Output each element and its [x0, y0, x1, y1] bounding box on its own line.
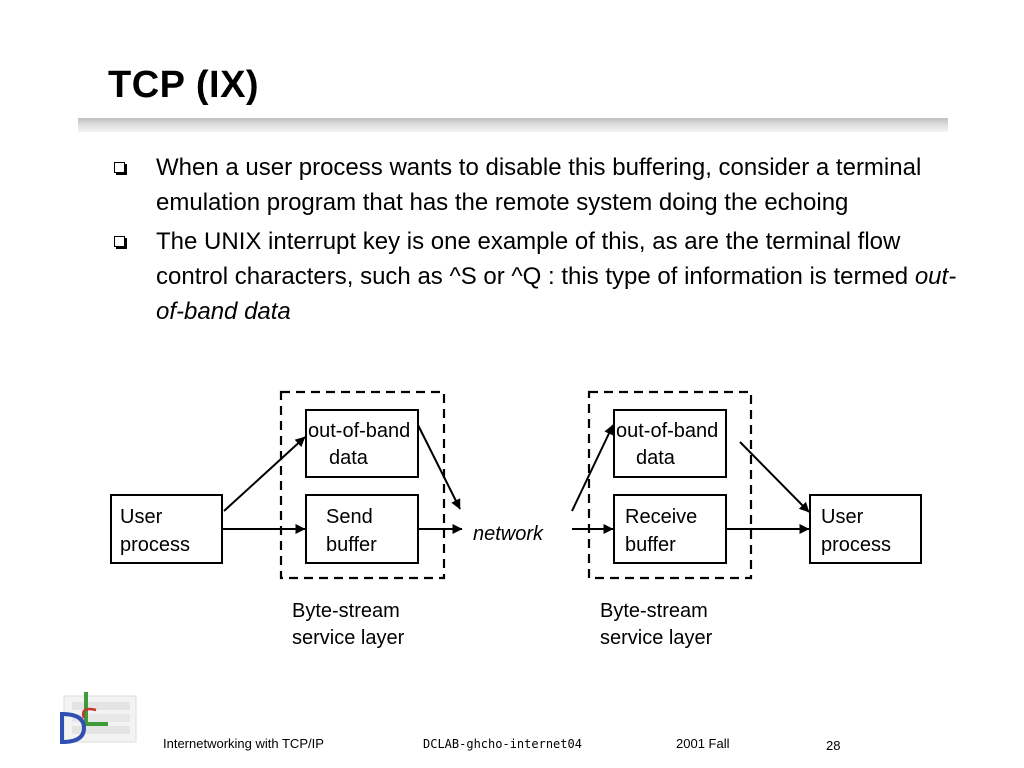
send-buffer-line2: buffer	[326, 534, 377, 556]
slide-title: TCP (IX)	[108, 64, 260, 106]
left-user-process-box	[110, 494, 223, 564]
bullet-list: When a user process wants to disable thi…	[110, 150, 970, 333]
arrow-user-to-oob	[223, 436, 306, 512]
left-user-process-line1: User	[120, 506, 163, 528]
right-service-layer-boundary	[587, 390, 753, 580]
footer-course: Internetworking with TCP/IP	[163, 736, 324, 751]
footer-page-number: 28	[826, 738, 841, 753]
receive-buffer-line1: Receive	[625, 506, 697, 528]
right-oob-line2: data	[636, 447, 676, 469]
arrow-oob-to-user	[739, 441, 810, 513]
left-oob-box	[305, 409, 419, 478]
left-layer-caption-line2: service layer	[292, 627, 405, 649]
receive-buffer-line2: buffer	[625, 534, 676, 556]
left-user-process-line2: process	[120, 534, 190, 556]
send-buffer-line1: Send	[326, 506, 373, 528]
bullet-item: When a user process wants to disable thi…	[110, 150, 970, 220]
title-divider	[78, 118, 948, 132]
square-bullet-icon	[114, 236, 125, 247]
bullet-text: The UNIX interrupt key is one example of…	[156, 228, 915, 290]
right-oob-line1: out-of-band	[616, 420, 718, 442]
left-oob-line2: data	[329, 447, 369, 469]
footer-term: 2001 Fall	[676, 736, 730, 751]
square-bullet-icon	[114, 162, 125, 173]
footer-file: DCLAB-ghcho-internet04	[423, 737, 582, 751]
left-layer-caption-line1: Byte-stream	[292, 600, 400, 622]
right-user-process-box	[809, 494, 922, 564]
left-service-layer-boundary	[279, 390, 446, 580]
bullet-emphasis: out-of-band data	[156, 263, 957, 325]
right-oob-box	[613, 409, 727, 478]
receive-buffer-box	[613, 494, 727, 564]
arrow-network-to-oob	[571, 424, 614, 512]
arrow-oob-to-network	[417, 424, 461, 510]
left-oob-line1: out-of-band	[308, 420, 410, 442]
network-label: network	[473, 523, 544, 545]
bullet-text: When a user process wants to disable thi…	[156, 154, 922, 216]
right-layer-caption-line2: service layer	[600, 627, 713, 649]
right-user-process-line1: User	[821, 506, 864, 528]
send-buffer-box	[305, 494, 419, 564]
right-layer-caption-line1: Byte-stream	[600, 600, 708, 622]
bullet-item: The UNIX interrupt key is one example of…	[110, 224, 970, 329]
right-user-process-line2: process	[821, 534, 891, 556]
dclab-logo-icon	[60, 692, 137, 745]
